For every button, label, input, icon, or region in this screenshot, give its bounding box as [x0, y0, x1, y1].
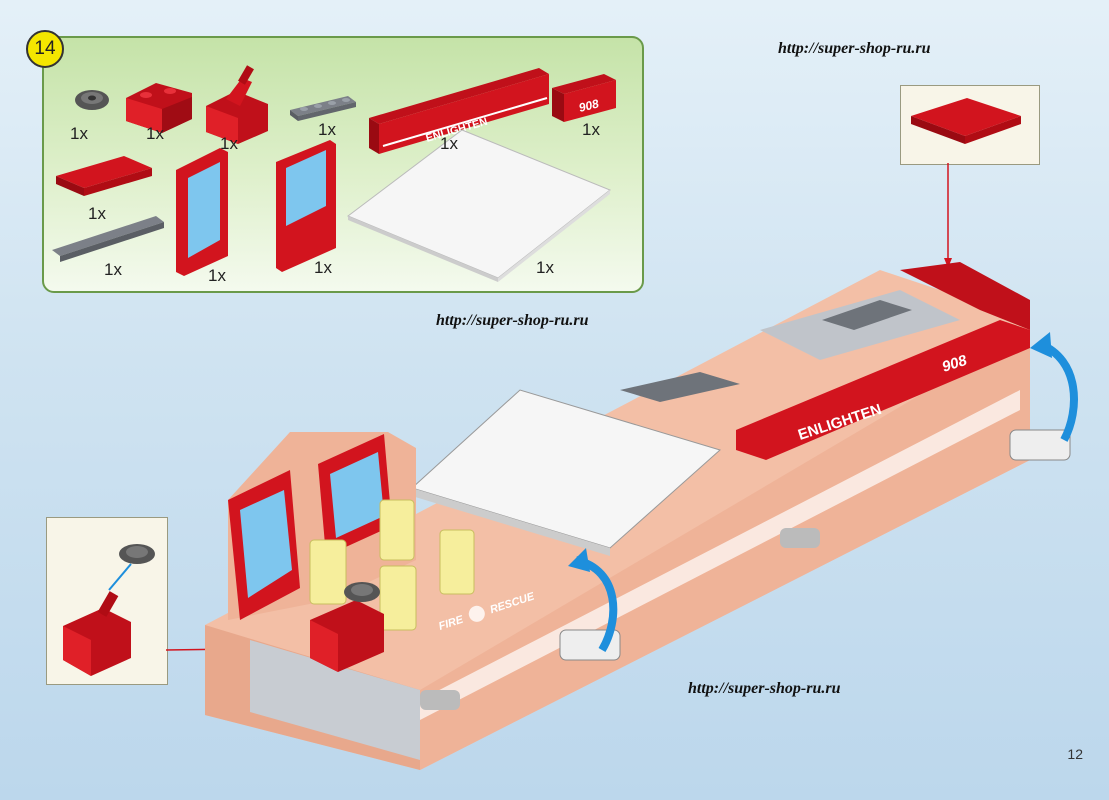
site-url-middle: http://super-shop-ru.ru	[436, 312, 589, 329]
qty-red-window: 1x	[208, 266, 226, 285]
parts-list-panel: ENLIGHTEN 908	[42, 36, 644, 293]
site-url-top: http://super-shop-ru.ru	[778, 40, 931, 57]
truck-white-baseplate	[411, 389, 722, 556]
truck-body	[205, 270, 1071, 770]
fire-rescue-logo: FIRE RESCUE	[437, 590, 537, 632]
step-number-badge: 14	[26, 30, 64, 68]
truck-red-enlighten-wall: ENLIGHTEN 908	[736, 262, 1030, 460]
qty-red-plate-2x4: 1x	[88, 204, 106, 223]
red-corner-brick-part	[126, 83, 192, 133]
truck-seats	[309, 499, 475, 631]
callout-steering-illustration	[63, 544, 155, 676]
callout-red-plate	[900, 85, 1040, 165]
steering-wheel-part	[75, 90, 109, 110]
grey-plate-1x6-part	[52, 216, 164, 262]
white-baseplate-part	[347, 129, 611, 282]
qty-grey-plate-1x4: 1x	[318, 120, 336, 139]
svg-text:FIRE: FIRE	[437, 613, 465, 632]
truck-cabin	[228, 432, 416, 620]
qty-red-slope-lever: 1x	[220, 134, 238, 153]
red-window-part	[176, 148, 228, 276]
callout-red-plate-illustration	[911, 98, 1021, 144]
parts-illustrations: ENLIGHTEN 908	[52, 65, 616, 282]
grey-plate-1x4-part	[290, 96, 356, 121]
red-plate-2x4-part	[56, 156, 152, 196]
site-url-bottom: http://super-shop-ru.ru	[688, 680, 841, 697]
svg-text:908: 908	[940, 352, 970, 376]
svg-text:908: 908	[577, 96, 600, 115]
page-number: 12	[1067, 746, 1083, 762]
qty-steering-wheel: 1x	[70, 124, 88, 143]
callout-connector-left	[165, 647, 311, 651]
svg-text:ENLIGHTEN: ENLIGHTEN	[796, 401, 884, 444]
red-enlighten-brick-part: ENLIGHTEN	[369, 68, 549, 154]
red-908-brick-part: 908	[552, 74, 616, 122]
red-slope-lever-part	[206, 65, 268, 144]
qty-red-corner-brick: 1x	[146, 124, 164, 143]
qty-white-baseplate: 1x	[536, 258, 554, 277]
svg-text:RESCUE: RESCUE	[489, 590, 537, 616]
blue-arrow-right	[1038, 340, 1078, 442]
qty-red-door: 1x	[314, 258, 332, 277]
callout-steering-assembly	[46, 517, 168, 685]
blue-arrow-middle	[574, 556, 618, 653]
truck-grey-plate-front	[620, 372, 740, 402]
qty-grey-plate-1x6: 1x	[104, 260, 122, 279]
qty-red-enlighten-brick: 1x	[440, 134, 458, 153]
qty-red-908-brick: 1x	[582, 120, 600, 139]
truck-red-slope-lever	[310, 582, 384, 672]
red-door-part	[276, 140, 336, 272]
truck-grey-plate-rear	[822, 300, 912, 330]
